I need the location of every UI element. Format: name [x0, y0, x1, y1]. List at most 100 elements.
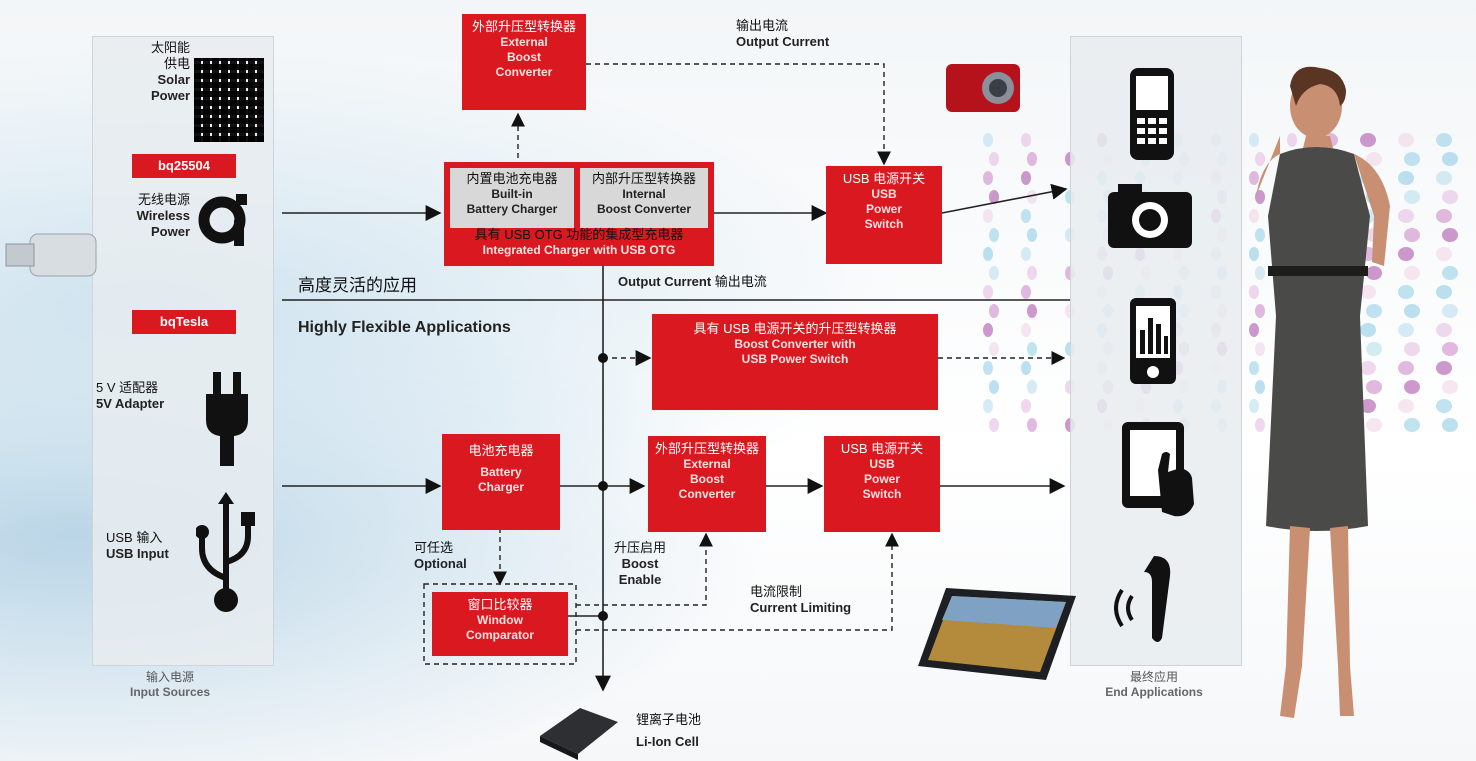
decorative-dot: [1021, 247, 1031, 261]
decorative-dot: [983, 171, 993, 185]
decorative-dot: [1021, 361, 1031, 375]
decorative-dot: [1436, 323, 1452, 337]
decorative-dot: [1436, 247, 1452, 261]
decorative-dot: [1442, 342, 1458, 356]
decorative-dot: [983, 133, 993, 147]
adapter-label: 5 V 适配器 5V Adapter: [96, 380, 165, 411]
output-current-mid-label: Output Current 输出电流: [618, 274, 767, 289]
li-ion-label: 锂离子电池 Li-Ion Cell: [636, 712, 702, 749]
decorative-dot: [1360, 323, 1376, 337]
battery-charger: 电池充电器 Battery Charger: [442, 434, 560, 530]
decorative-dot: [983, 285, 993, 299]
decorative-dot: [1398, 247, 1414, 261]
flexible-applications-en: Highly Flexible Applications: [298, 319, 511, 336]
decorative-dot: [1442, 266, 1458, 280]
decorative-dot: [1436, 361, 1452, 375]
external-boost-converter-top: 外部升压型转换器 External Boost Converter: [462, 14, 586, 110]
decorative-dot: [1366, 380, 1382, 394]
decorative-dot: [1249, 209, 1259, 223]
decorative-dot: [1366, 152, 1382, 166]
internal-boost-converter: 内部升压型转换器 Internal Boost Converter: [580, 168, 708, 228]
woman-on-phone-photo: [1256, 66, 1390, 718]
decorative-dot: [1255, 342, 1265, 356]
decorative-dot: [1249, 323, 1259, 337]
smartphone-call-icon: [1130, 68, 1174, 160]
input-sources-footer: 输入电源 Input Sources: [129, 670, 210, 699]
decorative-dot: [983, 247, 993, 261]
decorative-dot: [1249, 171, 1259, 185]
usb-plug-photo-icon: [5, 233, 97, 277]
decorative-dot: [1436, 285, 1452, 299]
decorative-dot: [989, 152, 999, 166]
decorative-dot: [1255, 266, 1265, 280]
usb-power-switch-bottom: USB 电源开关 USB Power Switch: [824, 436, 940, 532]
decorative-dot: [1398, 133, 1414, 147]
decorative-dot: [989, 380, 999, 394]
boost-enable-label: 升压启用 Boost Enable: [614, 540, 667, 587]
built-in-battery-charger: 内置电池充电器 Built-in Battery Charger: [450, 168, 574, 228]
usb-input-label: USB 输入 USB Input: [106, 530, 169, 561]
decorative-dot: [983, 209, 993, 223]
current-limiting-label: 电流限制 Current Limiting: [750, 584, 852, 615]
camera-photo: [946, 64, 1020, 112]
decorative-dot: [1442, 190, 1458, 204]
tablet-photo: [918, 588, 1076, 680]
decorative-dot: [1442, 152, 1458, 166]
decorative-dot: [989, 266, 999, 280]
decorative-dot: [1027, 304, 1037, 318]
decorative-dot: [989, 304, 999, 318]
decorative-dot: [1366, 418, 1382, 432]
bluetooth-headset-icon: [1114, 556, 1171, 642]
decorative-dot: [1404, 190, 1420, 204]
decorative-dot: [1249, 285, 1259, 299]
decorative-dot: [1398, 285, 1414, 299]
decorative-dot: [1360, 285, 1376, 299]
decorative-dot: [1398, 209, 1414, 223]
badge-bq25504: bq25504: [132, 154, 236, 178]
decorative-dot: [1436, 399, 1452, 413]
decorative-dot: [1021, 133, 1031, 147]
decorative-dot: [1442, 418, 1458, 432]
solar-panel-icon: [194, 58, 264, 142]
decorative-dot: [1027, 380, 1037, 394]
decorative-dot: [1404, 266, 1420, 280]
flexible-applications-zh: 高度灵活的应用: [298, 276, 417, 295]
decorative-dot: [983, 323, 993, 337]
decorative-dot: [1027, 152, 1037, 166]
output-current-top-label: 输出电流 Output Current: [736, 18, 830, 49]
decorative-dot: [1021, 399, 1031, 413]
decorative-dot: [1442, 380, 1458, 394]
decorative-dot: [1021, 285, 1031, 299]
decorative-dot: [1249, 361, 1259, 375]
decorative-dot: [1442, 304, 1458, 318]
decorative-dot: [1255, 190, 1265, 204]
decorative-dot: [1287, 133, 1297, 147]
wireless-label: 无线电源 Wireless Power: [136, 192, 190, 239]
decorative-dot: [1249, 247, 1259, 261]
decorative-dot: [989, 418, 999, 432]
usb-power-switch-top: USB 电源开关 USB Power Switch: [826, 166, 942, 264]
decorative-dot: [1021, 323, 1031, 337]
decorative-dot: [1360, 133, 1376, 147]
tablet-touch-icon: [1122, 422, 1194, 517]
decorative-dot: [1255, 418, 1265, 432]
decorative-dot: [1027, 266, 1037, 280]
decorative-dot: [989, 228, 999, 242]
decorative-dot: [1366, 304, 1382, 318]
decorative-dot: [983, 361, 993, 375]
decorative-dot: [1249, 133, 1259, 147]
decorative-dot: [1027, 342, 1037, 356]
decorative-dot: [1021, 171, 1031, 185]
decorative-dot: [1404, 342, 1420, 356]
decorative-dot: [989, 342, 999, 356]
decorative-dot: [1255, 228, 1265, 242]
decorative-dot: [1366, 266, 1382, 280]
decorative-dot: [1027, 190, 1037, 204]
integrated-charger-with-usb-otg: 内置电池充电器 Built-in Battery Charger 内部升压型转换…: [444, 162, 714, 266]
power-plug-icon: [206, 372, 248, 466]
decorative-dot: [1404, 152, 1420, 166]
decorative-dot: [1404, 228, 1420, 242]
end-applications-footer: 最终应用 End Applications: [1105, 670, 1203, 699]
mobile-music-icon: [1130, 298, 1176, 384]
decorative-dot: [1027, 228, 1037, 242]
